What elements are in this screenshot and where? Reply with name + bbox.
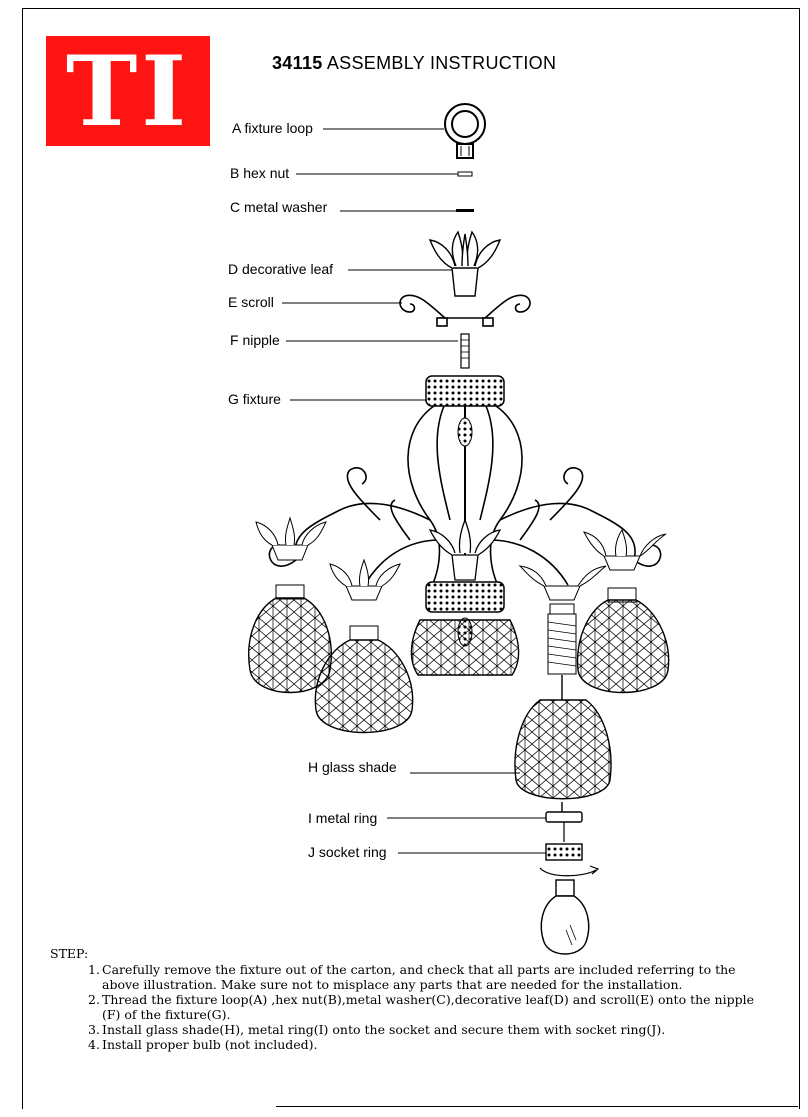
model-code: 34115 bbox=[272, 53, 323, 73]
bottom-rule bbox=[276, 1106, 798, 1107]
metal-ring-part bbox=[545, 811, 583, 842]
step-text: Install proper bulb (not included). bbox=[102, 1037, 318, 1052]
step-text: Thread the fixture loop(A) ,hex nut(B),m… bbox=[102, 992, 754, 1022]
logo-text: TI bbox=[65, 34, 191, 148]
nipple-part bbox=[460, 333, 470, 369]
leader-lines bbox=[282, 128, 546, 854]
step-text: Carefully remove the fixture out of the … bbox=[102, 962, 736, 992]
assembly-steps: STEP: 1.Carefully remove the fixture out… bbox=[50, 946, 770, 1052]
label-nipple: F nipple bbox=[230, 332, 280, 348]
label-fixture-loop: A fixture loop bbox=[232, 120, 313, 136]
hex-nut-part bbox=[457, 171, 473, 177]
label-metal-washer: C metal washer bbox=[230, 199, 328, 215]
scroll-part bbox=[399, 294, 531, 327]
decorative-leaf-part bbox=[428, 230, 502, 297]
label-hex-nut: B hex nut bbox=[230, 165, 290, 181]
step-number: 1. bbox=[88, 962, 100, 977]
step-text: Install glass shade(H), metal ring(I) on… bbox=[102, 1022, 666, 1037]
label-decorative-leaf: D decorative leaf bbox=[228, 261, 334, 277]
glass-shade-part bbox=[514, 675, 612, 812]
fixture-loop-part bbox=[444, 103, 486, 159]
label-glass-shade: H glass shade bbox=[308, 759, 397, 775]
step-number: 2. bbox=[88, 992, 100, 1007]
title-text: ASSEMBLY INSTRUCTION bbox=[326, 53, 557, 73]
step-number: 4. bbox=[88, 1037, 100, 1052]
step-item: 4.Install proper bulb (not included). bbox=[50, 1037, 770, 1052]
page-title: 34115 ASSEMBLY INSTRUCTION bbox=[272, 53, 556, 74]
label-fixture: G fixture bbox=[228, 391, 281, 407]
ti-logo: TI bbox=[46, 34, 210, 148]
socket-ring-part bbox=[539, 843, 600, 877]
label-scroll: E scroll bbox=[228, 294, 274, 310]
label-socket-ring: J socket ring bbox=[308, 844, 387, 860]
step-item: 2.Thread the fixture loop(A) ,hex nut(B)… bbox=[50, 992, 770, 1022]
steps-heading: STEP: bbox=[50, 946, 89, 961]
bulb-illustration bbox=[540, 879, 590, 955]
nipple-thread bbox=[461, 339, 469, 359]
step-item: 1.Carefully remove the fixture out of th… bbox=[50, 962, 770, 992]
step-number: 3. bbox=[88, 1022, 100, 1037]
step-item: 3.Install glass shade(H), metal ring(I) … bbox=[50, 1022, 770, 1037]
page-frame bbox=[22, 8, 800, 1109]
mounted-shades bbox=[248, 516, 670, 734]
metal-washer-part bbox=[456, 209, 474, 212]
label-metal-ring: I metal ring bbox=[308, 810, 378, 826]
steps-list: 1.Carefully remove the fixture out of th… bbox=[50, 962, 770, 1052]
